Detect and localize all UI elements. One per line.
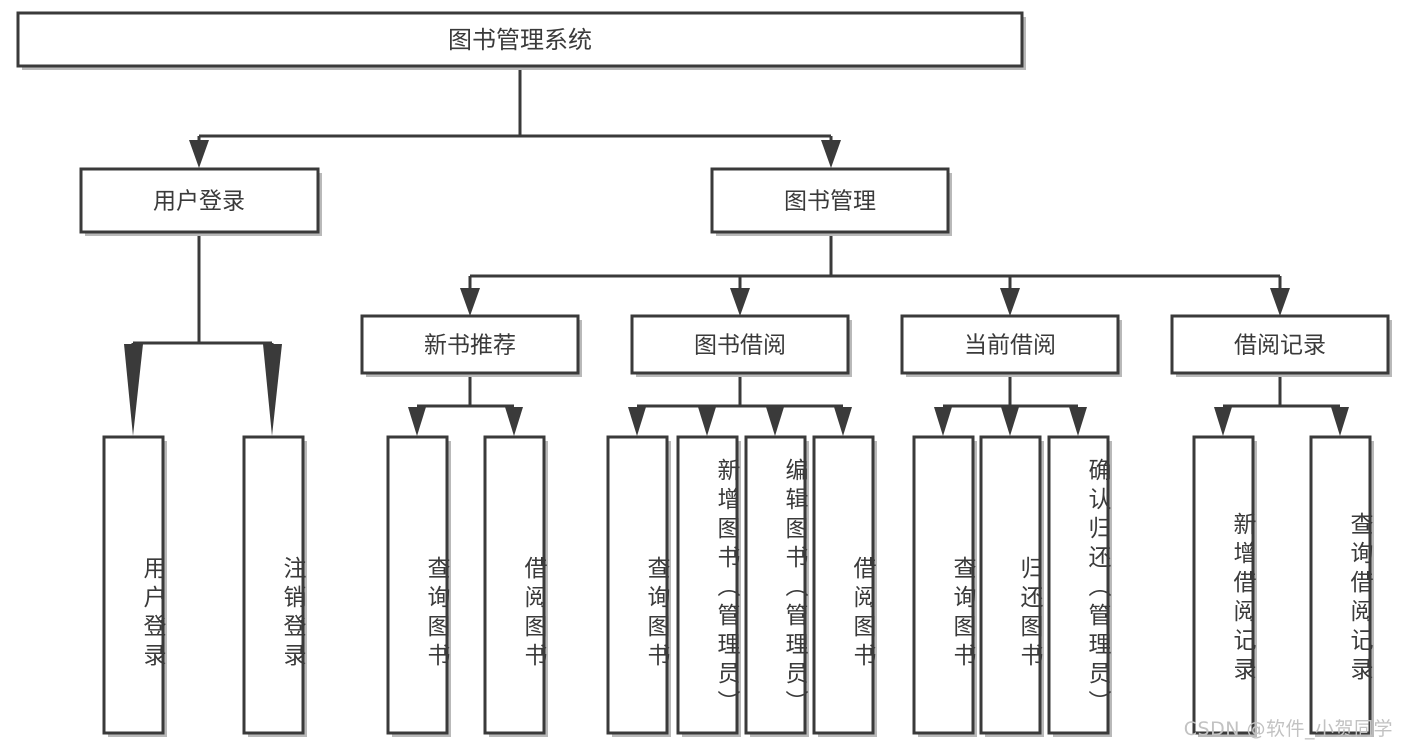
box-layer [16, 11, 1390, 735]
arrowhead-currentborrow-leaf-2 [1001, 407, 1019, 436]
arrowhead-newbook-leaf-1 [408, 407, 426, 436]
leaf-box-current-query[interactable] [912, 435, 975, 735]
leaf-box-current-confirm[interactable] [1047, 435, 1110, 735]
leaf-box-newbook-query[interactable] [386, 435, 449, 735]
arrowhead-bookborrow-leaf-3 [766, 407, 784, 436]
node-book-manage[interactable] [710, 167, 950, 234]
arrowhead-currentborrow-leaf-1 [934, 407, 952, 436]
node-root[interactable] [16, 11, 1024, 68]
leaf-box-record-query[interactable] [1309, 435, 1372, 735]
node-user-login-label: 用户登录 [153, 189, 245, 215]
arrowhead-current-borrow [1000, 288, 1020, 316]
leaf-box-newbook-borrow[interactable] [483, 435, 546, 735]
arrowhead-borrow-record [1270, 288, 1290, 316]
arrowhead-user-login [189, 140, 209, 168]
arrowhead-borrowrecord-leaf-2 [1331, 407, 1349, 436]
node-current-borrow-label: 当前借阅 [964, 333, 1056, 359]
leaf-box-borrow-query[interactable] [606, 435, 669, 735]
arrowhead-borrowrecord-leaf-1 [1214, 407, 1232, 436]
node-current-borrow[interactable] [900, 314, 1120, 375]
node-new-book-recommend[interactable] [360, 314, 580, 375]
leaf-box-logout[interactable] [242, 435, 305, 735]
watermark: CSDN @软件_小贺同学 [1183, 718, 1393, 740]
node-user-login[interactable] [79, 167, 320, 234]
leaf-box-borrow-edit[interactable] [744, 435, 807, 735]
arrowhead-book-manage [821, 140, 841, 168]
label-layer: 图书管理系统 用户登录 图书管理 新书推荐 图书借阅 当前借阅 借阅记录 [153, 26, 1326, 359]
node-borrow-record-label: 借阅记录 [1234, 333, 1326, 359]
node-root-label: 图书管理系统 [448, 26, 592, 54]
node-book-borrow-label: 图书借阅 [694, 333, 786, 359]
leaf-box-borrow-lend[interactable] [812, 435, 875, 735]
leaf-box-record-add[interactable] [1192, 435, 1255, 735]
node-book-manage-label: 图书管理 [784, 189, 876, 215]
arrowhead-bookborrow-leaf-2 [698, 407, 716, 436]
node-borrow-record[interactable] [1170, 314, 1390, 375]
arrowhead-book-borrow [730, 288, 750, 316]
arrowhead-bookborrow-leaf-4 [834, 407, 852, 436]
arrowhead-currentborrow-leaf-3 [1069, 407, 1087, 436]
node-book-borrow[interactable] [630, 314, 850, 375]
connector-layer [124, 66, 1349, 436]
arrowhead-new-book-recommend [460, 288, 480, 316]
leaf-box-current-return[interactable] [979, 435, 1042, 735]
arrowhead-bookborrow-leaf-1 [628, 407, 646, 436]
arrowhead-newbook-leaf-2 [505, 407, 523, 436]
leaf-box-user-login[interactable] [102, 435, 165, 735]
node-new-book-recommend-label: 新书推荐 [424, 333, 516, 359]
leaf-box-borrow-add[interactable] [676, 435, 739, 735]
